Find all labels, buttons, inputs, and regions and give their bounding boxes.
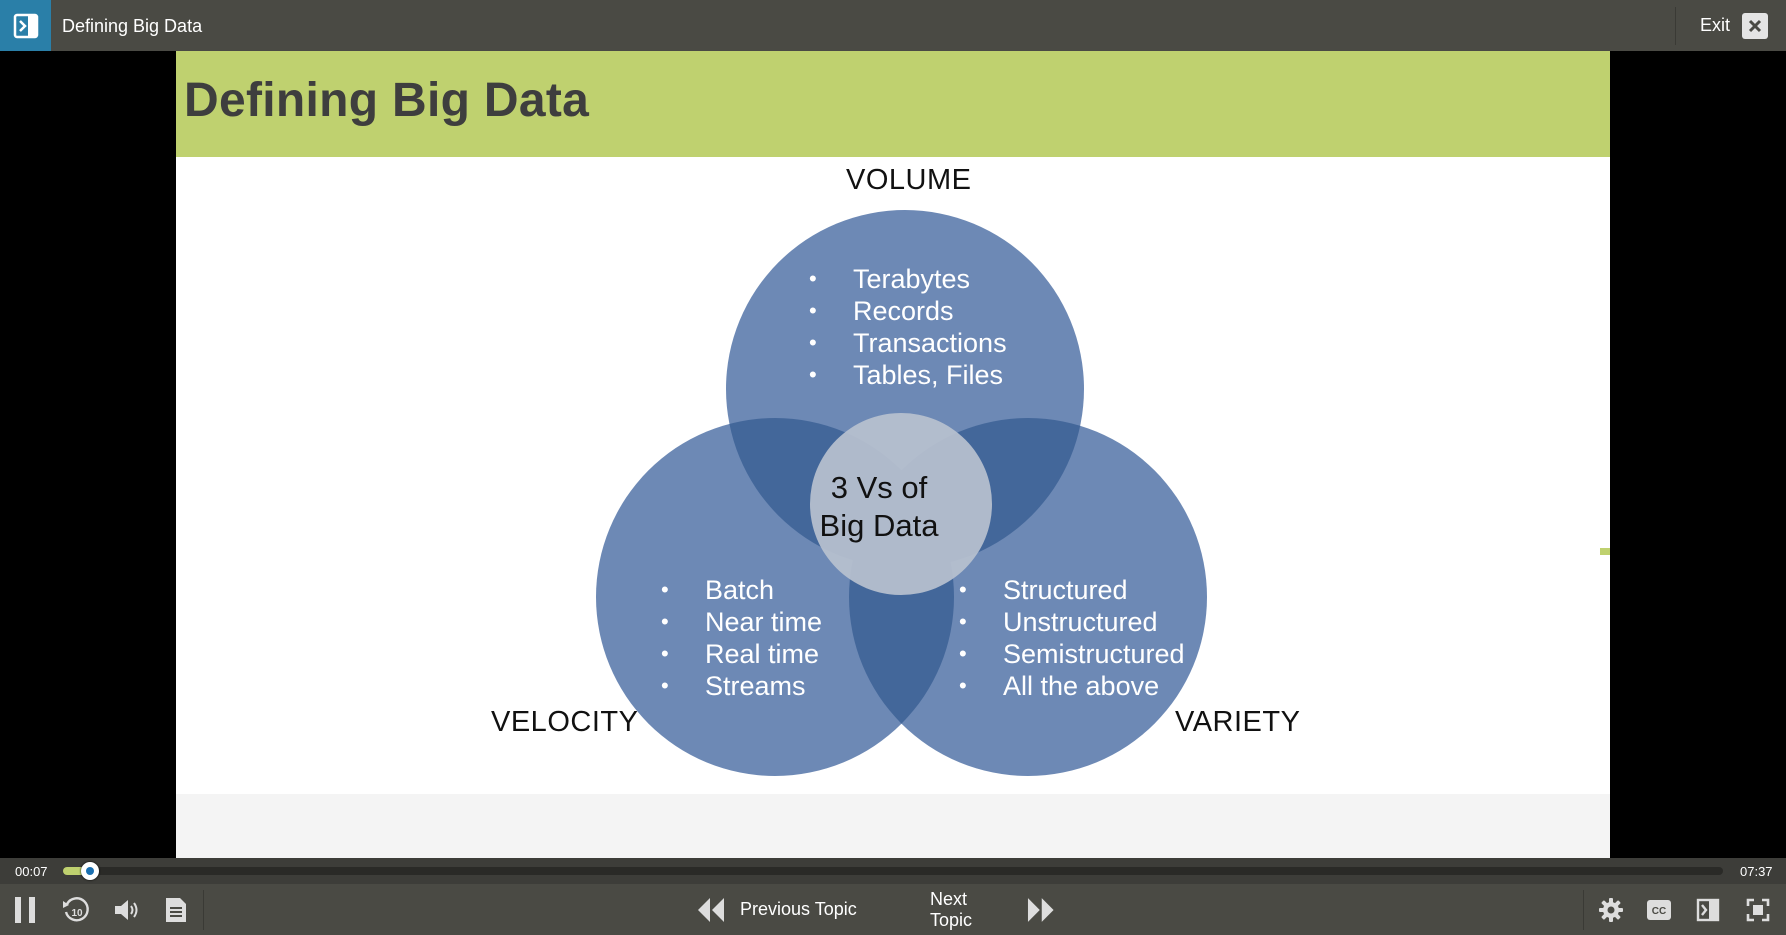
slide-canvas: Defining Big Data VOLUME VELOCITY VARIET…: [176, 51, 1610, 858]
player-controls: 10 Previous Topic Next Topic: [0, 884, 1786, 935]
center-label-line: 3 Vs of: [830, 470, 928, 505]
transcript-button[interactable]: [160, 884, 192, 935]
slide-marker: [1600, 548, 1610, 555]
list-item: Batch: [661, 574, 822, 606]
list-item: Records: [809, 295, 1007, 327]
transcript-icon: [166, 897, 186, 922]
previous-topic-button[interactable]: Previous Topic: [696, 884, 866, 935]
pause-icon: [15, 896, 35, 923]
seek-progress-fill: [63, 867, 88, 875]
menu-toggle-button[interactable]: [0, 0, 51, 51]
list-item: Tables, Files: [809, 359, 1007, 391]
seek-handle[interactable]: [80, 862, 99, 880]
velocity-list: Batch Near time Real time Streams: [661, 574, 822, 702]
previous-icon: [698, 897, 724, 922]
divider: [203, 890, 204, 930]
closed-captions-button[interactable]: CC: [1640, 884, 1678, 935]
sidebar-toggle-icon: [13, 13, 38, 38]
list-item: All the above: [959, 670, 1185, 702]
slide-title: Defining Big Data: [184, 74, 590, 127]
course-title: Defining Big Data: [62, 16, 203, 36]
volume-icon: [115, 899, 138, 920]
list-item: Transactions: [809, 327, 1007, 359]
slide-header: Defining Big Data: [176, 51, 1610, 157]
volume-list: Terabytes Records Transactions Tables, F…: [809, 263, 1007, 391]
slide-footer: [176, 794, 1610, 858]
rewind-seconds-label: 10: [71, 908, 83, 919]
close-icon: [1742, 12, 1769, 39]
total-time: 07:37: [1740, 864, 1773, 879]
rewind-10-icon: 10: [63, 896, 89, 921]
list-item: Terabytes: [809, 263, 1007, 295]
settings-icon: [1599, 897, 1623, 922]
progress-bar: 00:07 07:37: [0, 858, 1786, 884]
fullscreen-button[interactable]: [1739, 884, 1777, 935]
center-label-line: Big Data: [819, 508, 939, 543]
closed-captions-icon: CC: [1647, 899, 1671, 920]
list-item: Semistructured: [959, 638, 1185, 670]
exit-label: Exit: [1700, 15, 1731, 35]
list-item: Streams: [661, 670, 822, 702]
rewind-10-button[interactable]: 10: [58, 884, 94, 935]
divider: [1583, 890, 1584, 930]
title-bar: Defining Big Data Exit: [0, 0, 1786, 51]
next-icon: [1028, 897, 1055, 922]
pause-button[interactable]: [8, 884, 42, 935]
sidebar-toggle-icon: [1696, 898, 1720, 921]
center-label: 3 Vs of Big Data: [802, 469, 956, 545]
variety-label: VARIETY: [1175, 706, 1301, 738]
variety-list: Structured Unstructured Semistructured A…: [959, 574, 1185, 702]
seek-track[interactable]: [63, 862, 1723, 880]
divider: [1675, 7, 1676, 45]
sidebar-toggle-button[interactable]: [1689, 884, 1727, 935]
cc-label: CC: [1652, 906, 1666, 917]
list-item: Unstructured: [959, 606, 1185, 638]
list-item: Structured: [959, 574, 1185, 606]
fullscreen-icon: [1746, 898, 1770, 921]
venn-diagram: [596, 210, 1207, 776]
next-topic-label: Next Topic: [930, 888, 973, 930]
current-time: 00:07: [15, 864, 48, 879]
list-item: Near time: [661, 606, 822, 638]
velocity-label: VELOCITY: [491, 706, 639, 738]
previous-topic-label: Previous Topic: [740, 899, 857, 919]
settings-button[interactable]: [1592, 884, 1630, 935]
volume-button[interactable]: [110, 884, 144, 935]
list-item: Real time: [661, 638, 822, 670]
exit-button[interactable]: Exit: [1700, 0, 1769, 51]
volume-label: VOLUME: [846, 164, 972, 196]
center-circle: [810, 413, 992, 595]
next-topic-button[interactable]: Next Topic: [930, 884, 1056, 935]
